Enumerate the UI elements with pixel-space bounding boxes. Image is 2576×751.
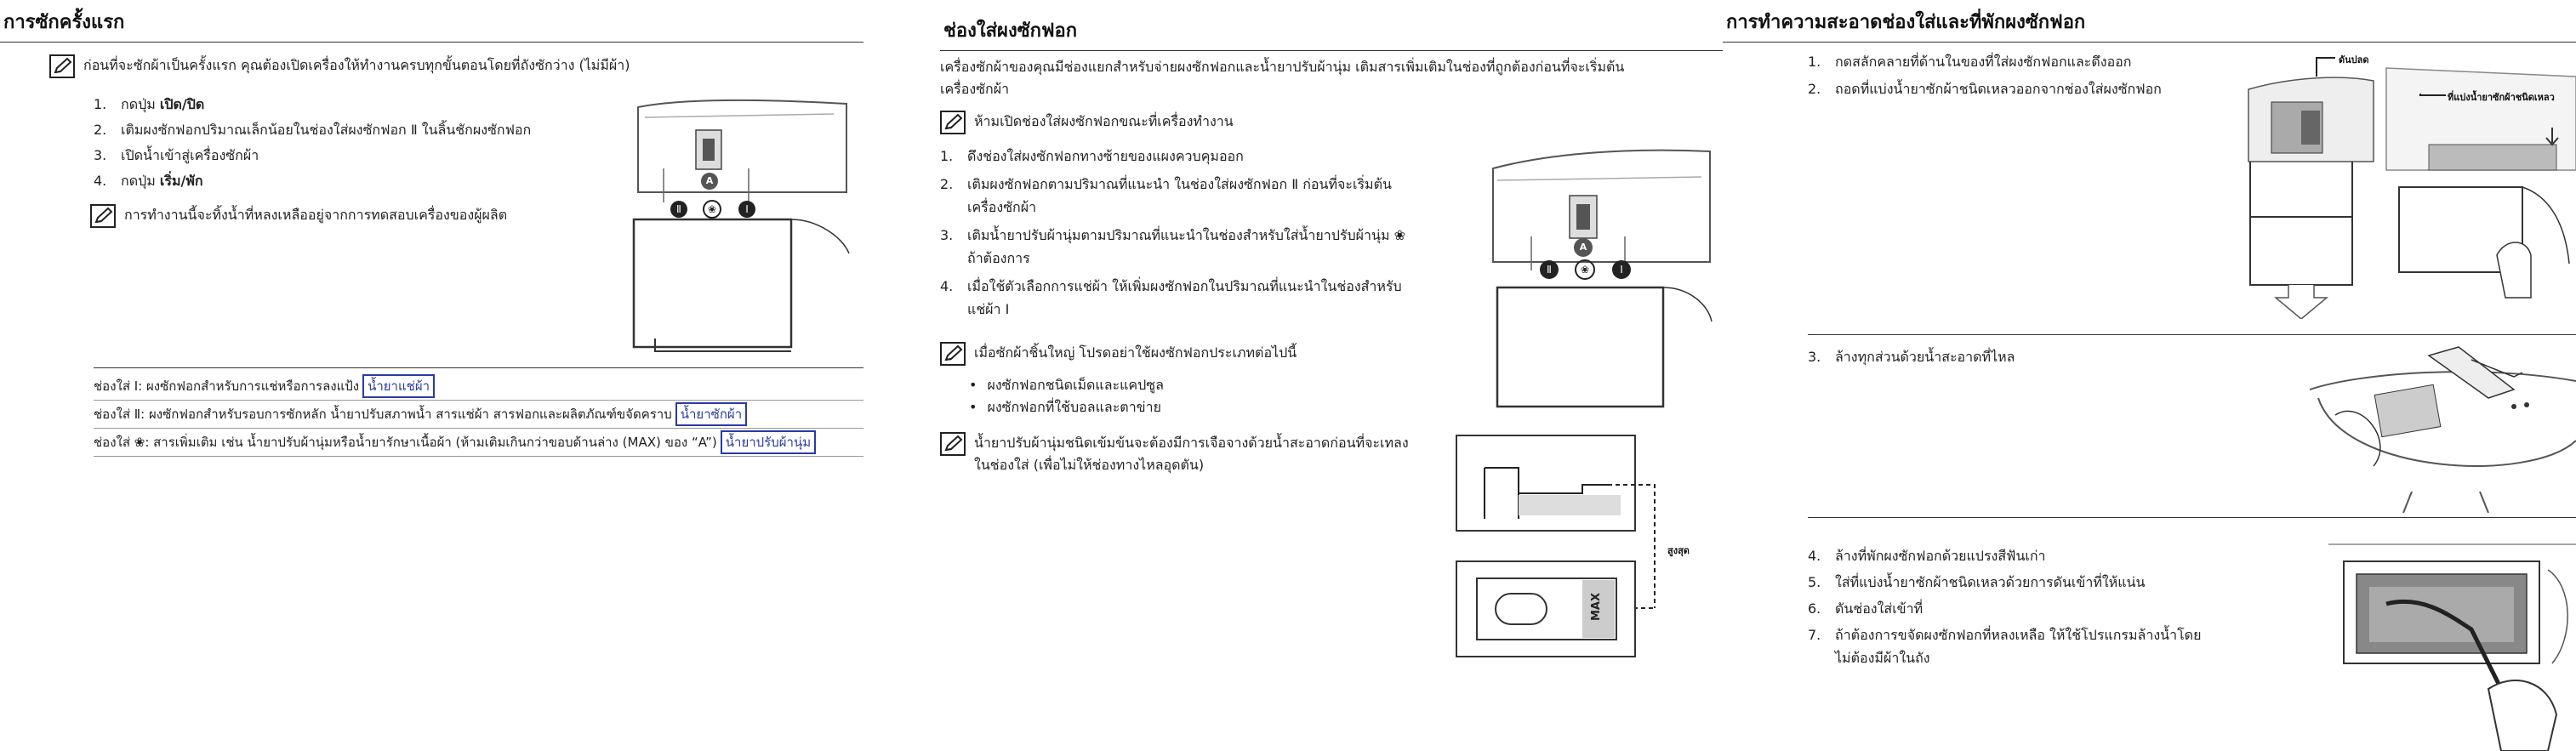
section-title: การทำความสะอาดช่องใส่และที่พักผงซักฟอก — [1723, 0, 2576, 43]
note-icon — [90, 204, 116, 228]
list-item: 3.ล้างทุกส่วนด้วยน้ำสะอาดที่ไหล — [1808, 349, 2015, 365]
divider — [94, 367, 863, 368]
list-item: 7.ถ้าต้องการขจัดผงซักฟอกที่หลงเหลือ ให้ใ… — [1808, 627, 2202, 666]
softener-tag: น้ำยาปรับผ้านุ่ม — [720, 430, 817, 454]
section-cleaning: การทำความสะอาดช่องใส่และที่พักผงซักฟอก 1… — [1723, 0, 2576, 751]
dispenser-illustration: Ⅱ ❀ Ⅰ A — [630, 92, 851, 356]
max-marker: MAX — [1590, 592, 1604, 622]
remove-drawer-illustration: ดันปลด ที่แบ่งน้ำยาซักผ้าชนิดเหลว — [2225, 43, 2576, 319]
list-item: 4.กดปุ่ม เริ่ม/พัก — [94, 173, 203, 189]
section-title: การซักครั้งแรก — [0, 0, 863, 43]
cleaning-steps-1: 1.กดสลักคลายที่ด้านในของที่ใส่ผงซักฟอกแล… — [1808, 49, 2165, 102]
legend-row: ช่องใส่ Ⅱ: ผงซักฟอกสำหรับรอบการซักหลัก น… — [94, 401, 863, 429]
softener-flower-icon: ❀ — [703, 200, 721, 219]
list-item: 1.ดึงช่องใส่ผงซักฟอกทางซ้ายของแผงควบคุมอ… — [940, 148, 1244, 164]
section-first-wash: การซักครั้งแรก ก่อนที่จะซักผ้าเป็นครั้งแ… — [0, 0, 863, 751]
legend-row: ช่องใส่ Ⅰ: ผงซักฟอกสำหรับการแช่หรือการลง… — [94, 374, 863, 401]
brush-illustration — [2327, 536, 2576, 751]
list-item: 3.เปิดน้ำเข้าสู่เครื่องซักผ้า — [94, 147, 259, 163]
note-icon — [940, 432, 966, 456]
start-pause-label: เริ่ม/พัก — [159, 173, 203, 189]
list-item: 1.กดสลักคลายที่ด้านในของที่ใส่ผงซักฟอกแล… — [1808, 54, 2132, 70]
compartment-2-label: Ⅱ — [670, 201, 687, 218]
prewash-tag: น้ำยาแช่ผ้า — [362, 374, 436, 398]
compartment-1-label: Ⅰ — [1612, 260, 1631, 279]
detergent-bullets: •ผงซักฟอกชนิดเม็ดและแคปซูล •ผงซักฟอกที่ใ… — [940, 374, 1450, 418]
max-caption: สูงสุด — [1667, 545, 1690, 556]
note-warning: ห้ามเปิดช่องใส่ผงซักฟอกขณะที่เครื่องทำงา… — [940, 111, 1587, 134]
liquid-divider-label: ที่แบ่งน้ำยาซักผ้าชนิดเหลว — [2448, 92, 2555, 103]
list-item: 6.ดันช่องใส่เข้าที่ — [1808, 600, 1923, 617]
note-icon — [49, 54, 75, 78]
list-item: •ผงซักฟอกที่ใช้บอลและตาข่าย — [969, 399, 1161, 415]
rinse-illustration — [2310, 339, 2576, 513]
list-item: 4.เมื่อใช้ตัวเลือกการแช่ผ้า ให้เพิ่มผงซั… — [940, 278, 1402, 317]
rinse-parts-drawing — [2310, 346, 2576, 513]
cleaning-steps-3: 4.ล้างที่พักผงซักฟอกด้วยแปรงสีฟันเก่า 5.… — [1808, 544, 2208, 669]
note-icon — [940, 111, 966, 134]
brush-cleaning-drawing — [2328, 543, 2576, 751]
max-level-drawing — [1456, 435, 1656, 657]
power-button-label: เปิด/ปิด — [159, 96, 205, 112]
note-intro: ก่อนที่จะซักผ้าเป็นครั้งแรก คุณต้องเปิดเ… — [49, 54, 815, 78]
list-item: •ผงซักฟอกชนิดเม็ดและแคปซูล — [969, 377, 1164, 393]
compartment-legend: ช่องใส่ Ⅰ: ผงซักฟอกสำหรับการแช่หรือการลง… — [94, 374, 863, 457]
remove-drawer-drawing — [2248, 57, 2576, 319]
push-release-label: ดันปลด — [2339, 54, 2369, 65]
detergent-drawer-drawing — [632, 99, 850, 352]
drawer-intro: เครื่องซักผ้าของคุณมีช่องแยกสำหรับจ่ายผง… — [940, 59, 1625, 97]
max-level-diagram: สูงสุด MAX — [1455, 434, 1727, 659]
list-item: 4.ล้างที่พักผงซักฟอกด้วยแปรงสีฟันเก่า — [1808, 548, 2046, 564]
note-large-load: เมื่อซักผ้าชิ้นใหญ่ โปรดอย่าใช้ผงซักฟอกป… — [940, 342, 1450, 366]
main-wash-tag: น้ำยาซักผ้า — [675, 402, 748, 426]
drawer-illustration: Ⅱ ❀ Ⅰ A — [1480, 143, 1714, 415]
compartment-2-label: Ⅱ — [1540, 260, 1559, 279]
list-item: 2.เติมผงซักฟอกปริมาณเล็กน้อยในช่องใส่ผงซ… — [94, 122, 532, 138]
section-title: ช่องใส่ผงซักฟอก — [940, 9, 1723, 51]
list-item: 3.เติมน้ำยาปรับผ้านุ่มตามปริมาณที่แนะนำใ… — [940, 227, 1405, 266]
list-item: 5.ใส่ที่แบ่งน้ำยาซักผ้าชนิดเหลวด้วยการดั… — [1808, 574, 2146, 590]
note-concentrated-softener: น้ำยาปรับผ้านุ่มชนิดเข้มข้นจะต้องมีการเจ… — [940, 432, 1416, 476]
first-wash-steps: 1.กดปุ่ม เปิด/ปิด 2.เติมผงซักฟอกปริมาณเล… — [94, 92, 638, 194]
insert-a-label: A — [701, 173, 718, 190]
note-text: ก่อนที่จะซักผ้าเป็นครั้งแรก คุณต้องเปิดเ… — [83, 57, 630, 73]
compartment-1-label: Ⅰ — [738, 201, 755, 218]
cleaning-steps-2: 3.ล้างทุกส่วนด้วยน้ำสะอาดที่ไหล — [1808, 344, 2165, 370]
detergent-drawer-drawing — [1492, 149, 1713, 408]
list-item: 2.ถอดที่แบ่งน้ำยาซักผ้าชนิดเหลวออกจากช่อ… — [1808, 81, 2162, 97]
divider — [1808, 517, 2576, 518]
drawer-steps: 1.ดึงช่องใส่ผงซักฟอกทางซ้ายของแผงควบคุมอ… — [940, 145, 1416, 321]
legend-row: ช่องใส่ ❀: สารเพิ่มเติม เช่น น้ำยาปรับผ้… — [94, 429, 863, 457]
section-detergent-drawer: ช่องใส่ผงซักฟอก เครื่องซักผ้าของคุณมีช่อ… — [940, 0, 1723, 751]
list-item: 2.เติมผงซักฟอกตามปริมาณที่แนะนำ ในช่องใส… — [940, 176, 1392, 215]
list-item: 1.กดปุ่ม เปิด/ปิด — [94, 96, 205, 112]
note-icon — [940, 342, 966, 366]
softener-flower-icon: ❀ — [1575, 259, 1595, 280]
insert-a-label: A — [1574, 238, 1593, 257]
divider — [1808, 334, 2576, 335]
note-manufacturer: การทำงานนี้จะทิ้งน้ำที่หลงเหลืออยู่จากกา… — [90, 204, 618, 228]
